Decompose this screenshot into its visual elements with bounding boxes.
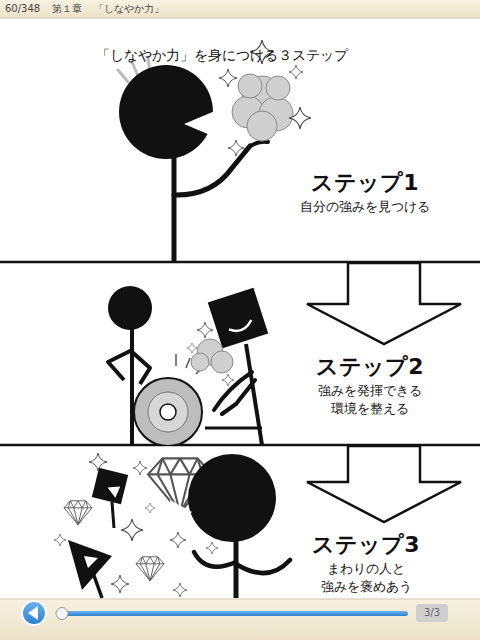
page-counter-box: [416, 604, 448, 622]
step-description: まわりの人と 強みを褒めあう: [290, 560, 442, 595]
step-heading: ステップ1: [289, 170, 441, 196]
step-arrow: [307, 446, 461, 522]
header-label: 第１章: [52, 3, 82, 15]
figures-preparing-environment: [108, 286, 268, 445]
step-heading: ステップ3: [290, 532, 442, 558]
step-heading: ステップ2: [294, 354, 446, 380]
top-bar: [0, 0, 480, 18]
step-block: ステップ2強みを発揮できる 環境を整える: [290, 352, 450, 419]
figures-praising-each-other: [54, 453, 290, 598]
slider-knob: [56, 608, 68, 620]
header-label: 「しなやか力」: [94, 3, 164, 15]
step-description: 自分の強みを見つける: [289, 198, 441, 216]
page-counter: 3/3: [416, 605, 448, 621]
step-block: ステップ1 自分の強みを見つける: [285, 168, 445, 218]
figure-finding-strength: [118, 40, 311, 262]
top-bar-labels: 60/348 第１章「しなやか力」: [5, 3, 164, 15]
step-block: ステップ3まわりの人と 強みを褒めあう: [286, 530, 446, 597]
header-label: 60/348: [5, 3, 40, 15]
play-button: [22, 601, 46, 625]
bottom-bar: [0, 599, 480, 640]
diagram-title: 「しなやか力」を身につける３ステップ: [96, 46, 348, 64]
slider-track: [58, 611, 408, 616]
step-arrow: [307, 263, 461, 344]
step-description: 強みを発揮できる 環境を整える: [294, 382, 446, 417]
